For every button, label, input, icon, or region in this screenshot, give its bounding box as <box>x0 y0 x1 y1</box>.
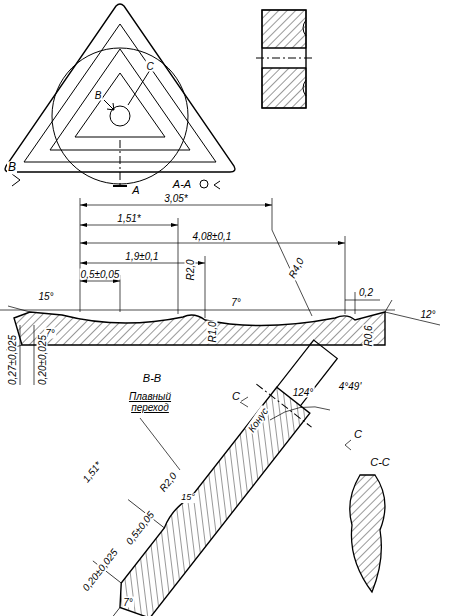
dimension-label: С-С <box>369 456 391 468</box>
dimension-label: 124° <box>292 387 315 398</box>
dimension-label: 1,9±0,1 <box>124 251 159 262</box>
dimension-label: 1,51* <box>80 459 104 486</box>
dimension-label: R4,0 <box>286 255 307 281</box>
dimension-label: R2,0 <box>185 258 196 281</box>
dimension-label: В <box>94 90 103 101</box>
dimension-label: 3,05* <box>163 193 188 204</box>
dimension-label: 1,51* <box>116 213 141 224</box>
dimension-label: 4,08±0,1 <box>192 231 233 242</box>
dimension-label: R1,0 <box>207 320 218 343</box>
dimension-label: 15° <box>180 493 196 503</box>
dimension-label: 0,5±0,05 <box>123 509 157 548</box>
dimension-label: 0,20±0,025 <box>37 334 48 386</box>
dimension-label: 0,20±0,025 <box>80 546 121 594</box>
dimension-label: 7° <box>230 297 242 308</box>
rotated-view <box>60 310 354 616</box>
dimension-label: С <box>145 61 154 72</box>
dimension-label: R0,6 <box>363 324 374 347</box>
section-cc <box>350 475 385 592</box>
dimension-label: 0,27±0,025 <box>7 334 18 386</box>
dimension-label: С <box>353 428 363 440</box>
dimension-label: Плавный переход <box>127 391 173 413</box>
dimension-label: 15° <box>37 291 54 302</box>
dimension-label: С <box>231 390 241 402</box>
dimension-label: 4°49' <box>338 381 363 392</box>
section-bb <box>0 198 440 385</box>
dimension-label: В <box>7 161 17 174</box>
dimension-label: А <box>131 184 140 196</box>
dimension-label: В-В <box>142 372 162 384</box>
dimension-label: А-А <box>172 178 192 190</box>
dimension-label: 12° <box>419 309 436 320</box>
side-section <box>256 10 312 108</box>
dimension-label: 7° <box>122 597 134 608</box>
dimension-label: 0,2 <box>358 287 374 298</box>
dimension-label: R2,0 <box>157 470 180 495</box>
dimension-label: 0,5±0,05 <box>80 269 121 280</box>
top-view <box>5 4 235 189</box>
